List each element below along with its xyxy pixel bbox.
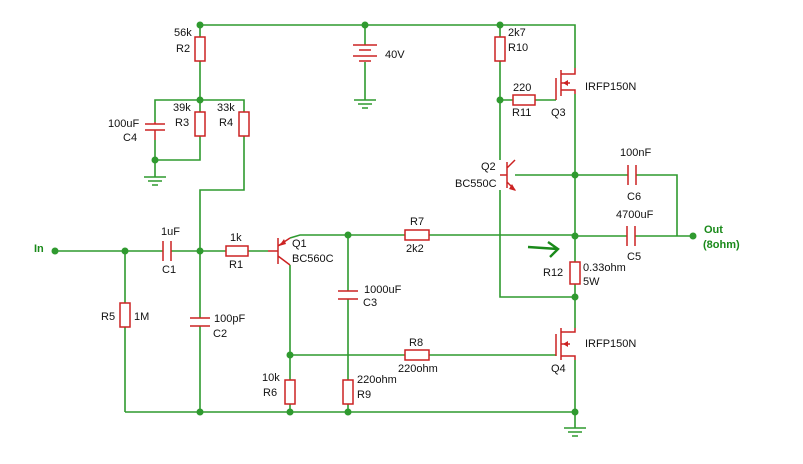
c5-name: C5	[627, 251, 641, 263]
c4-value: 100uF	[108, 118, 139, 130]
resistor-r5	[119, 302, 131, 328]
r6-value: 10k	[262, 372, 280, 384]
mosfet-q3	[555, 68, 576, 100]
resistor-r3	[194, 111, 206, 137]
c6-name: C6	[627, 191, 641, 203]
resistor-r4	[238, 111, 250, 137]
q3-type: IRFP150N	[585, 81, 636, 93]
labels: 56k R2 39k R3 33k R4 100uF C4 40V 2k7 R1…	[34, 27, 740, 401]
supply-voltage: 40V	[385, 49, 405, 61]
r3-value: 39k	[173, 102, 191, 114]
ground-symbol-main	[564, 427, 586, 437]
capacitor-c2	[190, 317, 210, 327]
capacitor-c1	[162, 241, 172, 261]
mosfet-q4	[555, 328, 576, 360]
ground-symbol-supply	[354, 99, 376, 109]
q4-type: IRFP150N	[585, 338, 636, 350]
r8-value: 220ohm	[398, 363, 438, 375]
ground-symbol-c4	[144, 176, 166, 186]
resistor-r9	[342, 379, 354, 405]
resistor-r12	[569, 261, 581, 285]
r12-name: R12	[543, 267, 563, 279]
c4-name: C4	[123, 132, 137, 144]
r4-name: R4	[219, 117, 233, 129]
r11-value: 220	[513, 82, 531, 94]
c1-value: 1uF	[161, 226, 180, 238]
c2-value: 100pF	[214, 313, 245, 325]
r12-value: 0.33ohm	[583, 262, 626, 274]
r8-name: R8	[409, 337, 423, 349]
r1-value: 1k	[230, 232, 242, 244]
r9-name: R9	[357, 389, 371, 401]
q4-name: Q4	[551, 363, 566, 375]
q1-name: Q1	[292, 238, 307, 250]
output-load: (8ohm)	[703, 239, 740, 251]
c5-value: 4700uF	[616, 209, 654, 221]
c6-value: 100nF	[620, 147, 651, 159]
resistor-r2	[194, 36, 206, 62]
resistor-r7	[404, 229, 430, 241]
resistor-r6	[284, 379, 296, 405]
q3-name: Q3	[551, 107, 566, 119]
capacitor-c3	[338, 290, 358, 300]
r2-name: R2	[176, 43, 190, 55]
c3-value: 1000uF	[364, 284, 402, 296]
capacitor-c6	[627, 165, 637, 185]
r3-name: R3	[175, 117, 189, 129]
r7-name: R7	[410, 216, 424, 228]
c3-name: C3	[363, 297, 377, 309]
q1-type: BC560C	[292, 253, 334, 265]
c2-name: C2	[213, 328, 227, 340]
junction-dots	[51, 21, 697, 416]
r10-name: R10	[508, 42, 528, 54]
r5-name: R5	[101, 311, 115, 323]
resistor-r1	[225, 245, 249, 257]
capacitor-c4	[145, 122, 165, 140]
r6-name: R6	[263, 387, 277, 399]
r1-name: R1	[229, 259, 243, 271]
r7-value: 2k2	[406, 243, 424, 255]
q2-name: Q2	[481, 161, 496, 173]
c1-name: C1	[162, 264, 176, 276]
resistor-r11	[512, 94, 536, 106]
r4-value: 33k	[217, 102, 235, 114]
r11-name: R11	[512, 107, 531, 119]
r12-power: 5W	[583, 276, 600, 288]
resistor-r10	[494, 36, 506, 62]
r5-value: 1M	[134, 311, 149, 323]
battery-40v	[353, 44, 377, 62]
r10-value: 2k7	[508, 27, 526, 39]
resistor-r8	[404, 349, 430, 361]
capacitor-c5	[626, 226, 636, 246]
annotation-arrow	[527, 241, 560, 258]
transistor-q1	[268, 237, 291, 266]
output-label: Out	[704, 224, 723, 236]
q2-type: BC550C	[455, 178, 497, 190]
r9-value: 220ohm	[357, 374, 397, 386]
transistor-q2	[500, 159, 516, 191]
r2-value: 56k	[174, 27, 192, 39]
input-label: In	[34, 243, 44, 255]
